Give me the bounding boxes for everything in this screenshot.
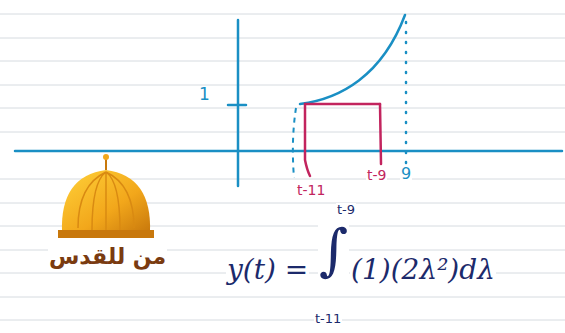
watermark: من للقدس <box>48 246 167 268</box>
dashed-bound <box>293 108 296 178</box>
formula-lhs: y(t) = <box>226 256 309 284</box>
ruled-lines <box>0 14 565 320</box>
integrand: (1)(2λ²)dλ <box>350 256 496 284</box>
rectangle-pulse <box>305 104 381 176</box>
lower-limit: t-11 <box>314 312 342 325</box>
bound-label: t-9 <box>366 168 387 182</box>
dome-logo <box>58 154 154 238</box>
axis-tick-label: 1 <box>198 86 211 103</box>
bound-label: 9 <box>400 166 412 182</box>
integral-sign: ∫ <box>318 222 349 278</box>
curve <box>300 15 405 104</box>
axes <box>15 20 562 186</box>
dotted-bound <box>405 22 408 164</box>
bound-label: t-11 <box>296 183 326 197</box>
upper-limit: t-9 <box>336 203 356 216</box>
